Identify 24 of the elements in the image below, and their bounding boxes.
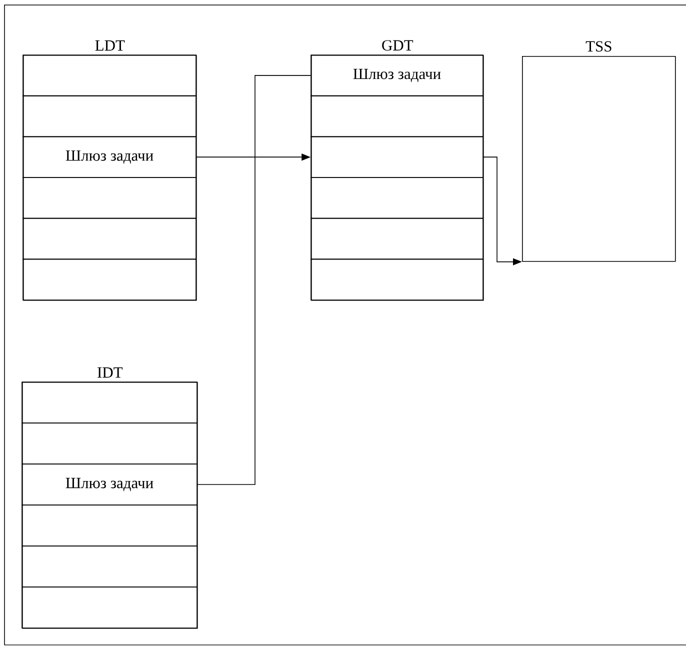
table-row bbox=[310, 95, 484, 138]
table-row: Шлюз задачи bbox=[22, 464, 198, 506]
node-label: IDT bbox=[98, 367, 123, 378]
node-label: GDT bbox=[382, 40, 414, 51]
table-row bbox=[22, 546, 198, 588]
table-row bbox=[22, 422, 198, 464]
table-row bbox=[310, 258, 484, 300]
table-row bbox=[22, 177, 196, 219]
node-label: LDT bbox=[95, 40, 125, 51]
node-label: TSS bbox=[586, 41, 612, 52]
table-row bbox=[310, 177, 484, 219]
table-row: Шлюз задачи bbox=[310, 54, 484, 96]
table-row bbox=[310, 218, 484, 260]
table-row bbox=[22, 258, 196, 300]
table-row bbox=[22, 586, 198, 628]
table-row bbox=[22, 504, 198, 546]
table-row bbox=[22, 218, 196, 260]
connector bbox=[197, 75, 311, 485]
table-row bbox=[22, 95, 196, 138]
table-row bbox=[22, 382, 198, 424]
table-row bbox=[310, 136, 484, 178]
table-row bbox=[22, 54, 196, 96]
table-row: Шлюз задачи bbox=[22, 136, 196, 178]
table: TSS bbox=[522, 41, 676, 262]
